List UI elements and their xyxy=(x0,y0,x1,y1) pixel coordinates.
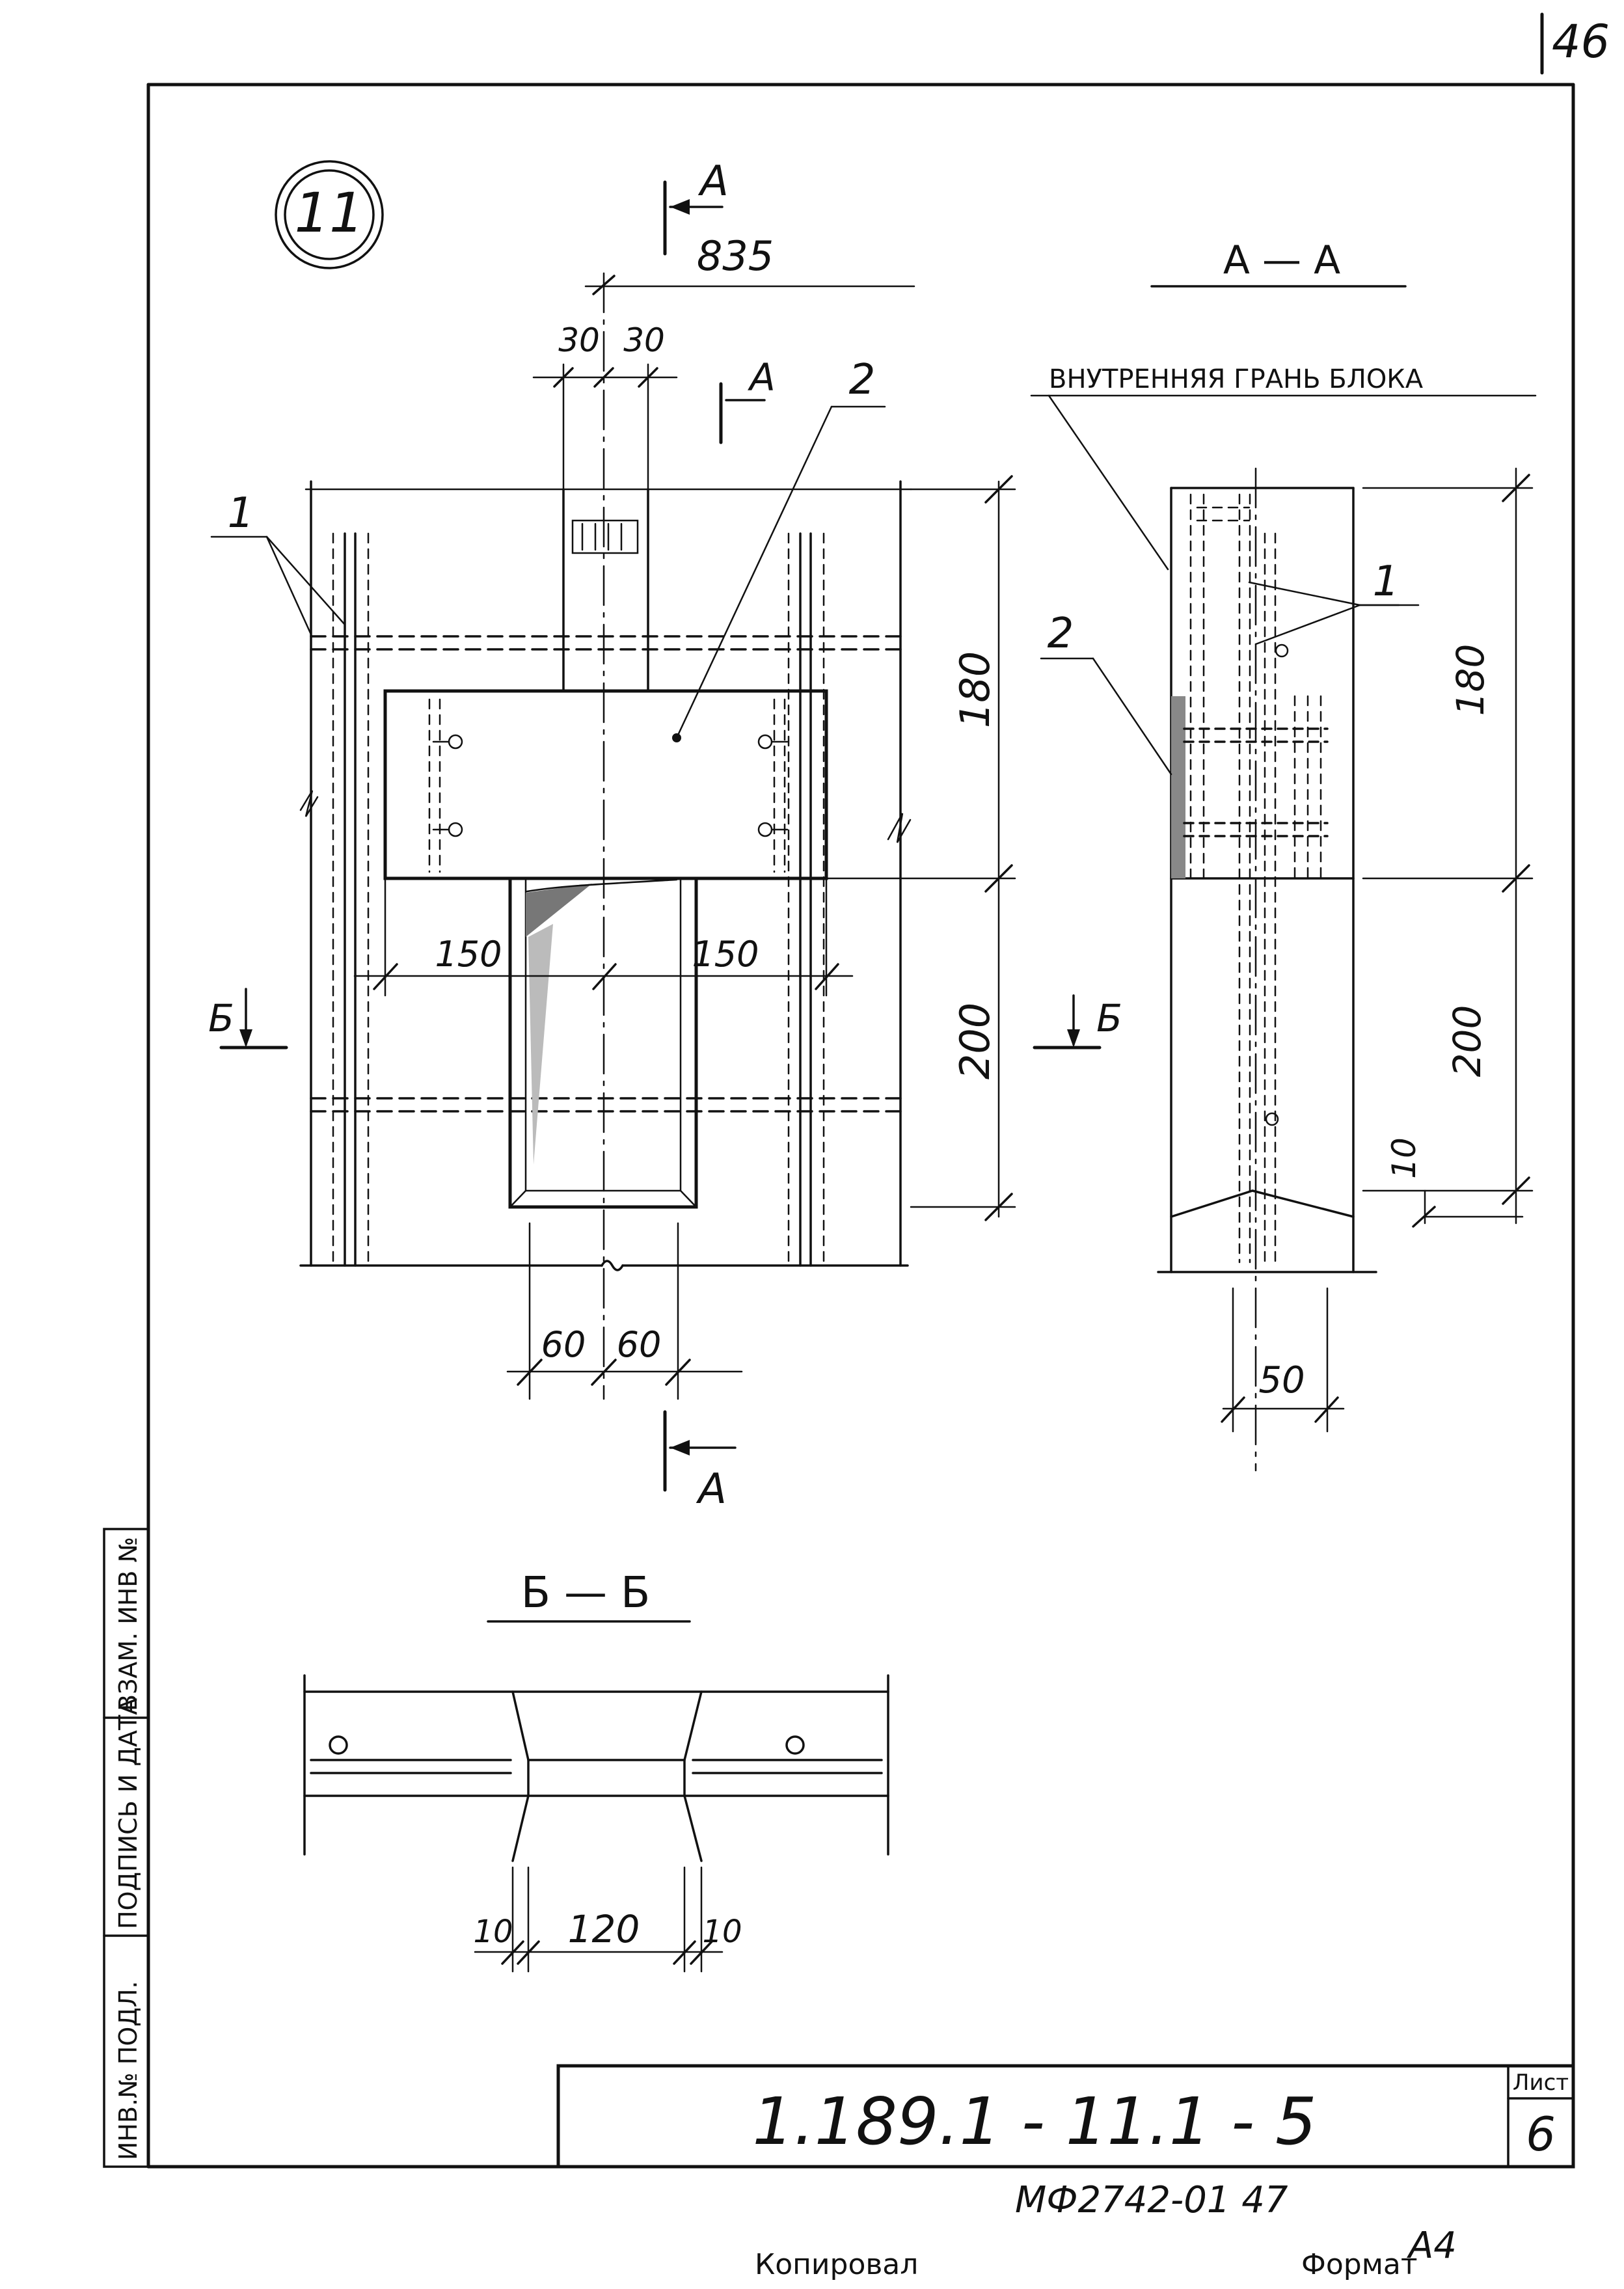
section-aa-dimensions: 180 200 10 50 xyxy=(1221,467,1534,1433)
stamp-podpis-data: ПОДПИСЬ И ДАТА xyxy=(114,1698,142,1929)
footer-format-value: А4 xyxy=(1407,2225,1457,2267)
dim-180-aa: 180 xyxy=(1448,644,1493,716)
inner-face-note: ВНУТРЕННЯЯ ГРАНЬ БЛОКА xyxy=(1049,364,1424,394)
main-view-dimensions: 835 30 30 180 200 150 150 xyxy=(353,232,1016,1400)
dim-10-bb-right: 10 xyxy=(702,1914,742,1950)
dim-30-right: 30 xyxy=(623,321,665,359)
footer-copied: Копировал xyxy=(755,2248,918,2281)
dim-60-right: 60 xyxy=(617,1324,662,1365)
dim-60-left: 60 xyxy=(541,1324,586,1365)
callout-pos1-aa: 1 xyxy=(1373,558,1400,606)
top-sheet-number: 46 xyxy=(1552,15,1610,68)
stamp-inv-podl: ИНВ.№ ПОДЛ. xyxy=(114,1981,142,2160)
dim-50-aa: 50 xyxy=(1258,1359,1305,1402)
dim-120-bb: 120 xyxy=(568,1907,640,1951)
dim-150-right: 150 xyxy=(692,934,759,975)
section-mark-b-right: Б xyxy=(1096,996,1122,1040)
section-title-aa: А — А xyxy=(1223,237,1340,283)
dim-10-aa: 10 xyxy=(1385,1137,1423,1179)
section-mark-a-top: А xyxy=(697,157,729,206)
callout-pos2-aa: 2 xyxy=(1048,610,1074,658)
title-block-designation: 1.189.1 - 11.1 - 5 xyxy=(752,2083,1316,2160)
section-mark-a-upper: А xyxy=(747,355,776,400)
callouts-aa: 1 2 xyxy=(1040,558,1420,776)
section-aa: А — А ВНУТРЕННЯЯ ГРАНЬ БЛОКА xyxy=(1030,237,1537,1472)
footer-format: Формат xyxy=(1301,2248,1418,2281)
section-mark-b-left: Б xyxy=(208,996,234,1040)
footer-order-number: МФ2742-01 47 xyxy=(1015,2179,1288,2221)
stamp-vzam-inv: ВЗАМ. ИНВ № xyxy=(114,1537,142,1711)
section-mark-a-bottom: А xyxy=(696,1465,727,1513)
callout-pos1-main: 1 xyxy=(228,489,254,537)
dim-10-bb-left: 10 xyxy=(473,1914,513,1950)
dim-835: 835 xyxy=(697,232,774,280)
footer: МФ2742-01 47 Копировал Формат А4 xyxy=(755,2179,1457,2281)
section-bb: Б — Б 10 120 10 xyxy=(303,1567,889,1973)
sheet-frame xyxy=(146,12,1575,2169)
side-stamp: ИНВ.№ ПОДЛ. ПОДПИСЬ И ДАТА ВЗАМ. ИНВ № xyxy=(103,1528,150,2168)
dim-150-left: 150 xyxy=(435,934,502,975)
callout-pos2-main: 2 xyxy=(849,356,876,404)
dim-180-main: 180 xyxy=(951,651,999,728)
dim-30-left: 30 xyxy=(558,321,600,359)
dim-200-main: 200 xyxy=(951,1003,999,1079)
title-block: 1.189.1 - 11.1 - 5 Лист 6 xyxy=(556,2064,1575,2169)
node-number-badge: 11 xyxy=(275,160,384,269)
section-title-bb: Б — Б xyxy=(521,1567,651,1618)
callouts-main: 1 2 xyxy=(210,356,886,739)
title-block-sheet-label: Лист xyxy=(1513,2070,1569,2096)
node-number: 11 xyxy=(295,181,364,245)
section-marks-main: А А А Б Б xyxy=(208,157,1122,1513)
title-block-sheet-value: 6 xyxy=(1526,2107,1556,2161)
dim-200-aa: 200 xyxy=(1445,1005,1489,1077)
main-view xyxy=(299,272,912,1400)
